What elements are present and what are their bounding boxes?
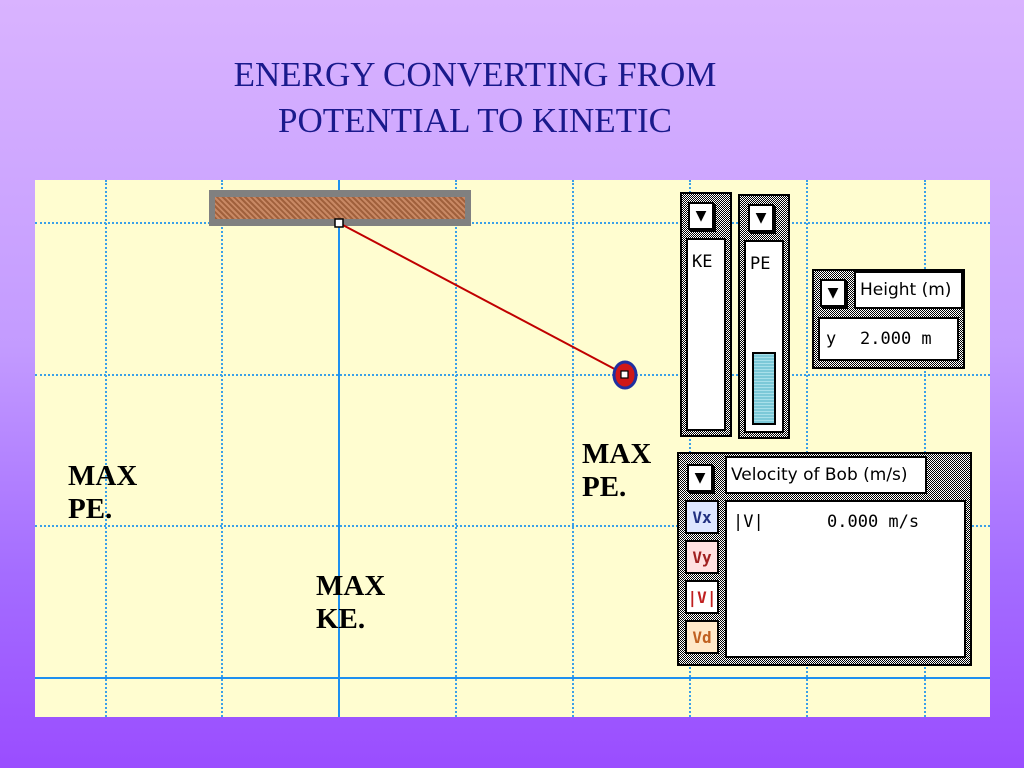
pendulum[interactable]	[35, 180, 990, 717]
grid-line	[572, 180, 574, 717]
velocity-panel-title: Velocity of Bob (m/s)	[725, 456, 927, 494]
height-var-label: y	[826, 329, 837, 349]
grid-line	[35, 374, 990, 376]
grid-line	[455, 180, 457, 717]
vx-button[interactable]: Vx	[685, 500, 719, 534]
ke-meter-label: KE	[692, 252, 713, 272]
axis-line-horizontal	[35, 677, 990, 679]
axis-line-vertical	[338, 180, 340, 717]
grid-line	[221, 180, 223, 717]
grid-line	[35, 525, 990, 527]
ke-meter-dropdown-button[interactable]: ▼	[688, 202, 714, 230]
grid-line	[806, 180, 808, 717]
height-panel: ▼ Height (m) y 2.000 m	[812, 269, 965, 369]
velocity-panel-dropdown-button[interactable]: ▼	[687, 464, 713, 492]
simulation-canvas[interactable]: MAX PE. MAX KE. MAX PE. ▼ KE ▼ PE ▼ Heig…	[35, 180, 990, 717]
vy-button[interactable]: Vy	[685, 540, 719, 574]
annotation-max-pe-left: MAX PE.	[68, 460, 138, 525]
pe-meter-label: PE	[750, 254, 771, 274]
pivot-point[interactable]	[334, 218, 344, 228]
vd-button[interactable]: Vd	[685, 620, 719, 654]
triangle-down-icon: ▼	[827, 285, 839, 301]
velocity-readout: |V| 0.000 m/s	[725, 500, 966, 658]
height-panel-title: Height (m)	[854, 271, 963, 309]
pe-meter: ▼ PE	[738, 194, 790, 439]
slide-title: ENERGY CONVERTING FROM POTENTIAL TO KINE…	[150, 52, 800, 144]
grid-line	[924, 180, 926, 717]
grid-line	[35, 222, 990, 224]
ke-meter: ▼ KE	[680, 192, 732, 437]
triangle-down-icon: ▼	[755, 210, 767, 226]
support-texture	[215, 197, 465, 219]
annotation-max-ke: MAX KE.	[316, 570, 386, 635]
triangle-down-icon: ▼	[694, 470, 706, 486]
pe-meter-bar-area: PE	[744, 240, 784, 433]
ke-meter-bar-area: KE	[686, 238, 726, 431]
slide-title-line-2: POTENTIAL TO KINETIC	[277, 101, 673, 140]
height-value: 2.000 m	[860, 329, 932, 349]
pe-meter-dropdown-button[interactable]: ▼	[748, 204, 774, 232]
velocity-value: 0.000 m/s	[827, 512, 920, 532]
bob-handle[interactable]	[620, 370, 629, 379]
height-panel-dropdown-button[interactable]: ▼	[820, 279, 846, 307]
annotation-max-pe-right: MAX PE.	[582, 438, 652, 503]
velocity-panel: ▼ Velocity of Bob (m/s) Vx Vy |V| Vd |V|…	[677, 452, 972, 666]
pendulum-string	[338, 222, 625, 375]
velocity-var-label: |V|	[733, 512, 764, 532]
grid-line	[689, 180, 691, 717]
slide-title-line-1: ENERGY CONVERTING FROM	[233, 55, 717, 94]
triangle-down-icon: ▼	[695, 208, 707, 224]
height-readout: y 2.000 m	[818, 317, 959, 361]
grid-line	[105, 180, 107, 717]
pe-meter-fill	[752, 352, 776, 425]
v-magnitude-button[interactable]: |V|	[685, 580, 719, 614]
